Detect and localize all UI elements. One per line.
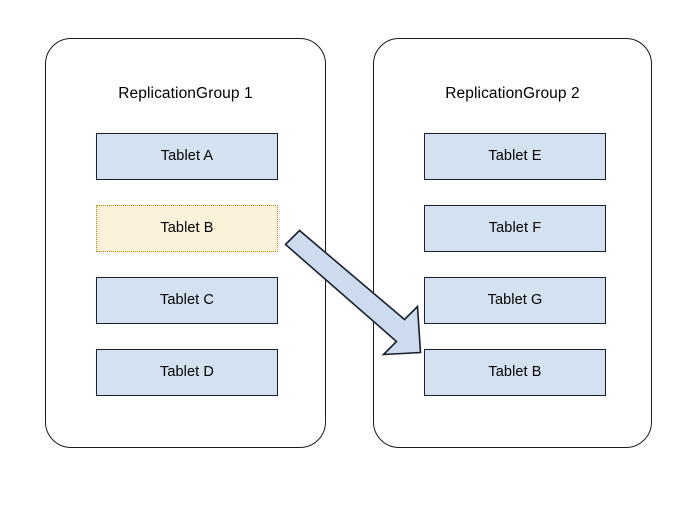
- tablet-b-label-target: Tablet B: [488, 364, 542, 380]
- tablet-c-box[interactable]: Tablet C: [96, 277, 278, 324]
- tablet-e-label: Tablet E: [488, 148, 542, 164]
- tablet-d-box[interactable]: Tablet D: [96, 349, 278, 396]
- replication-group-1-container[interactable]: ReplicationGroup 1 Tablet A Tablet B Tab…: [45, 38, 326, 448]
- replication-group-2-title: ReplicationGroup 2: [445, 85, 580, 102]
- tablet-a-box[interactable]: Tablet A: [96, 133, 278, 180]
- tablet-a-label: Tablet A: [160, 148, 214, 164]
- tablet-b-box-source[interactable]: Tablet B: [96, 205, 278, 252]
- tablet-b-label-source: Tablet B: [160, 220, 214, 236]
- tablet-e-box[interactable]: Tablet E: [424, 133, 606, 180]
- tablet-d-label: Tablet D: [160, 364, 214, 380]
- tablet-b-box-target[interactable]: Tablet B: [424, 349, 606, 396]
- tablet-g-box[interactable]: Tablet G: [424, 277, 606, 324]
- tablet-g-label: Tablet G: [487, 292, 543, 308]
- tablet-c-label: Tablet C: [160, 292, 214, 308]
- tablet-f-box[interactable]: Tablet F: [424, 205, 606, 252]
- replication-group-1-title: ReplicationGroup 1: [118, 85, 253, 102]
- replication-group-2-container[interactable]: ReplicationGroup 2 Tablet E Tablet F Tab…: [373, 38, 652, 448]
- tablet-f-label: Tablet F: [488, 220, 542, 236]
